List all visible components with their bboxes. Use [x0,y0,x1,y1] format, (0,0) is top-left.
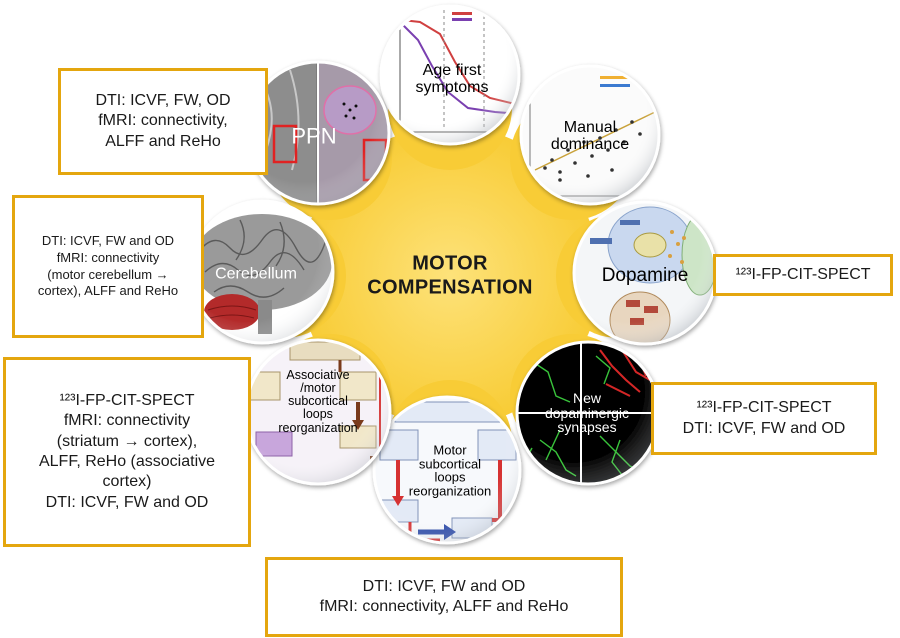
box-associative-measures: ¹²³I-FP-CIT-SPECT fMRI: connectivity (st… [3,357,251,547]
circle-motor-loops [372,395,522,545]
circle-new-dopaminergic-synapses [515,340,661,486]
label-cerebellum: Cerebellum [215,265,297,283]
circle-ppn [245,60,391,206]
label-new-dopaminergic-synapses: New dopaminergic synapses [544,389,630,436]
label-age-first-symptoms: Age first symptoms [415,62,489,96]
box-motor-loops-text: DTI: ICVF, FW and OD fMRI: connectivity,… [319,577,569,615]
label-motor-subcortical-loops: Motor subcortical loops reorganization [408,442,492,499]
circle-age-first-symptoms [379,4,521,146]
circle-manual-dominance [519,64,661,206]
box-cerebellum-text: DTI: ICVF, FW and OD fMRI: connectivity … [37,233,179,299]
box-cerebellum-measures: DTI: ICVF, FW and OD fMRI: connectivity … [12,195,204,338]
circle-cerebellum [189,199,335,345]
box-dopamine-text: ¹²³I-FP-CIT-SPECT [735,265,871,283]
box-associative-text: ¹²³I-FP-CIT-SPECT fMRI: connectivity (st… [38,391,216,511]
box-dopamine-measures: ¹²³I-FP-CIT-SPECT [713,254,893,296]
circle-associative-loops [244,338,392,486]
label-associative-motor-loops: Associative /motor subcortical loops reo… [278,368,358,435]
box-synapses-measures: ¹²³I-FP-CIT-SPECT DTI: ICVF, FW and OD [651,382,877,455]
box-synapses-text: ¹²³I-FP-CIT-SPECT DTI: ICVF, FW and OD [682,399,846,437]
box-motor-loops-measures: DTI: ICVF, FW and OD fMRI: connectivity,… [265,557,623,637]
label-dopamine: Dopamine [601,265,689,287]
label-manual-dominance: Manual dominance [550,119,630,153]
label-ppn: PPN [291,123,337,149]
box-ppn-measures: DTI: ICVF, FW, OD fMRI: connectivity, AL… [58,68,268,175]
box-ppn-text: DTI: ICVF, FW, OD fMRI: connectivity, AL… [95,91,231,150]
center-title: MOTOR COMPENSATION [367,252,533,299]
